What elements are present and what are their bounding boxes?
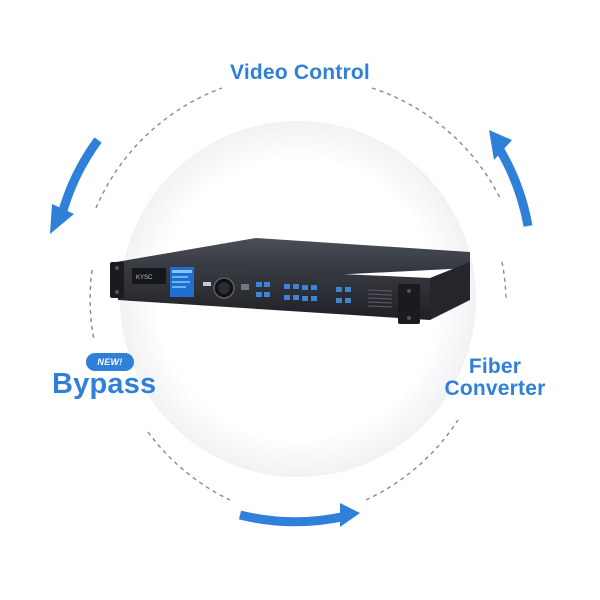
new-badge: NEW!: [86, 353, 134, 371]
button-group-2: [284, 284, 317, 301]
screw-icon: [115, 266, 119, 270]
side-button: [241, 284, 249, 290]
arrows: [57, 137, 533, 527]
arrow-head-right: [489, 130, 512, 160]
panel-button: [264, 292, 270, 297]
video-control-label: Video Control: [230, 61, 370, 84]
panel-button: [311, 296, 317, 301]
screw-icon: [407, 316, 411, 320]
arrow-bottom-right-icon: [238, 510, 347, 527]
device-front: [118, 264, 430, 320]
brand-text: KYSC: [136, 275, 153, 281]
arrow-head-bottom: [340, 503, 360, 527]
panel-button: [302, 285, 308, 290]
screw-icon: [115, 290, 119, 294]
panel-button: [284, 284, 290, 289]
bypass-label: Bypass: [52, 368, 157, 400]
panel-button: [336, 298, 342, 303]
fiber-label-line1: Fiber: [468, 355, 522, 378]
panel-button: [336, 287, 342, 292]
screen-line: [172, 281, 190, 283]
screen-line: [172, 270, 192, 273]
dashed-ring-right: [501, 261, 507, 301]
rack-ear-left: [110, 262, 124, 298]
panel-button: [311, 285, 317, 290]
dashed-ring-left: [89, 269, 95, 341]
panel-button: [293, 295, 299, 300]
fiber-converter-label: Fiber Converter: [440, 356, 550, 400]
dashed-ring-bottom-left: [147, 431, 231, 501]
panel-button: [345, 298, 351, 303]
panel-button: [345, 287, 351, 292]
arrow-heads: [50, 130, 512, 527]
screen-line: [172, 286, 186, 288]
panel-button: [293, 284, 299, 289]
fiber-label-line2: Converter: [444, 377, 546, 400]
panel-button: [256, 292, 262, 297]
dashed-ring: [89, 87, 507, 501]
vent-grille: [367, 289, 393, 308]
button-group-3: [336, 287, 351, 303]
rack-ear-right: [398, 284, 420, 324]
panel-button: [264, 282, 270, 287]
knob-center: [218, 282, 230, 294]
rack-device: KYSC: [110, 238, 470, 324]
panel-button: [284, 295, 290, 300]
arrow-left-down-icon: [57, 137, 102, 216]
panel-button: [256, 282, 262, 287]
button-group-1: [256, 282, 270, 297]
menu-button: [203, 282, 211, 286]
device-side: [430, 262, 470, 320]
screen-line: [172, 276, 188, 278]
screw-icon: [407, 289, 411, 293]
brand-plate: [132, 268, 166, 284]
arrow-right-up-icon: [496, 147, 533, 227]
dashed-ring-top-left: [95, 87, 223, 209]
arrow-head-left: [50, 204, 74, 234]
panel-button: [302, 296, 308, 301]
